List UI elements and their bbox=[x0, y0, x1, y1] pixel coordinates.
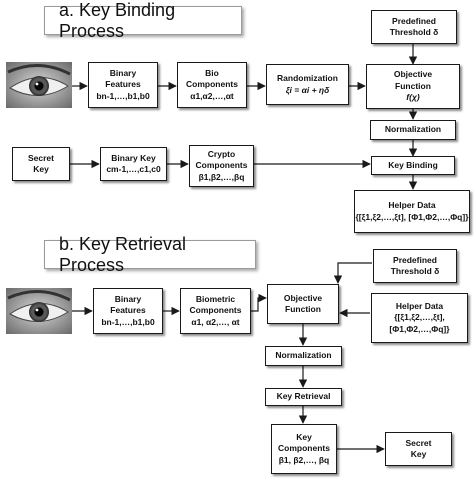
secret-key-label-a-2: Key bbox=[33, 164, 49, 174]
crypto-components-box-a: Crypto Components β1,β2,…,βq bbox=[189, 145, 254, 187]
bio-components-box-a: Bio Components α1,α2,…,αt bbox=[177, 62, 247, 108]
arrow-threshold-b-path bbox=[333, 262, 372, 284]
helper-data-box-a: Helper Data {[ξ1,ξ2,…,ξt], [Φ1,Φ2,…,Φq]} bbox=[354, 190, 470, 233]
arrow-biometric-to-objective-b bbox=[250, 293, 267, 312]
secret-key-box-b: Secret Key bbox=[385, 432, 452, 466]
key-components-label-b-2: Components bbox=[278, 443, 330, 454]
crypto-components-vars-a: β1,β2,…,βq bbox=[198, 171, 245, 182]
key-binding-label-a: Key Binding bbox=[388, 159, 438, 170]
randomization-box-a: Randomization ξi = αi + ηδ bbox=[266, 64, 349, 105]
objective-function-box-a: Objective Function f(χ) bbox=[366, 64, 460, 109]
randomization-formula-a: ξi = αi + ηδ bbox=[285, 84, 330, 95]
threshold-box-b: Predefined Threshold δ bbox=[373, 249, 457, 283]
helper-data-vars-b-2: [Φ1,Φ2,…,Φq]} bbox=[389, 323, 450, 334]
binary-features-label-a: Binary bbox=[109, 67, 137, 78]
binary-key-box-a: Binary Key cm-1,…,c1,c0 bbox=[100, 147, 167, 181]
binary-features-label-b: Binary bbox=[114, 293, 142, 304]
threshold-box-a: Predefined Threshold δ bbox=[371, 10, 457, 44]
eye-icon bbox=[6, 288, 72, 334]
randomization-label-a: Randomization bbox=[277, 73, 338, 84]
section-b-title: b. Key Retrieval Process bbox=[44, 234, 256, 275]
eye-icon bbox=[6, 62, 72, 108]
normalization-label-a: Normalization bbox=[384, 124, 442, 135]
helper-data-box-b: Helper Data {[ξ1,ξ2,…,ξt], [Φ1,Φ2,…,Φq]} bbox=[371, 293, 468, 343]
key-binding-box-a: Key Binding bbox=[371, 156, 455, 175]
biometric-components-label-b-2: Components bbox=[189, 305, 242, 316]
binary-features-label-b-2: Features bbox=[110, 305, 146, 316]
helper-data-vars-a: {[ξ1,ξ2,…,ξt], [Φ1,Φ2,…,Φq]} bbox=[355, 211, 469, 222]
secret-key-box-a: Secret Key bbox=[12, 147, 70, 181]
normalization-label-b: Normalization bbox=[275, 350, 332, 361]
threshold-label-b-2: Threshold δ bbox=[390, 266, 440, 276]
objective-label-a: Objective bbox=[393, 69, 433, 80]
objective-label-b-2: Function bbox=[285, 304, 321, 314]
key-components-box-b: Key Components β1, β2,…, βq bbox=[271, 424, 337, 474]
section-a-title: a. Key Binding Process bbox=[44, 0, 242, 41]
binary-features-vars-a: bn-1,…,b1,b0 bbox=[96, 90, 150, 101]
section-a-title-text: a. Key Binding Process bbox=[59, 0, 176, 41]
bio-components-vars-a: α1,α2,…,αt bbox=[190, 90, 234, 101]
threshold-label-b: Predefined bbox=[393, 254, 437, 265]
key-components-label-b: Key bbox=[296, 431, 312, 442]
arrow-threshold-to-objective-b-line bbox=[338, 263, 372, 286]
binary-key-label-a: Binary Key bbox=[111, 152, 156, 163]
objective-label-a-2: Function bbox=[395, 80, 431, 91]
crypto-components-label-a: Crypto bbox=[207, 148, 236, 159]
biometric-components-box-b: Biometric Components α1, α2,…, αt bbox=[180, 288, 251, 334]
helper-data-label-a: Helper Data bbox=[388, 200, 436, 211]
helper-data-vars-b: {[ξ1,ξ2,…,ξt], bbox=[394, 312, 445, 323]
binary-features-vars-b: bn-1,…,b1,b0 bbox=[101, 316, 155, 327]
biometric-components-label-b: Biometric bbox=[195, 293, 236, 304]
objective-label-b: Objective bbox=[283, 292, 323, 303]
key-retrieval-box-b: Key Retrieval bbox=[265, 388, 342, 406]
bio-components-label-a-2: Components bbox=[186, 79, 238, 90]
crypto-components-label-a-2: Components bbox=[195, 160, 248, 171]
secret-key-label-a: Secret bbox=[28, 152, 54, 163]
binary-key-vars-a: cm-1,…,c1,c0 bbox=[106, 164, 161, 174]
objective-function-box-b: Objective Function bbox=[267, 284, 339, 324]
key-retrieval-label-b: Key Retrieval bbox=[276, 391, 331, 402]
binary-features-box-a: Binary Features bn-1,…,b1,b0 bbox=[88, 62, 158, 108]
secret-key-label-b-2: Key bbox=[410, 449, 427, 459]
bio-components-label-a: Bio bbox=[205, 67, 219, 78]
binary-features-label-a-2: Features bbox=[105, 79, 141, 90]
section-b-title-text: b. Key Retrieval Process bbox=[59, 233, 187, 275]
normalization-box-a: Normalization bbox=[370, 120, 456, 140]
threshold-label-a: Predefined bbox=[392, 15, 436, 26]
objective-formula-a: f(χ) bbox=[406, 92, 420, 103]
secret-key-label-b: Secret bbox=[405, 437, 432, 448]
threshold-label-a-2: Threshold δ bbox=[389, 27, 439, 37]
key-components-vars-b: β1, β2,…, βq bbox=[278, 454, 330, 465]
binary-features-box-b: Binary Features bn-1,…,b1,b0 bbox=[93, 288, 163, 334]
normalization-box-b: Normalization bbox=[265, 346, 342, 366]
biometric-components-vars-b: α1, α2,…, αt bbox=[191, 316, 240, 327]
helper-data-label-b: Helper Data bbox=[395, 300, 444, 311]
